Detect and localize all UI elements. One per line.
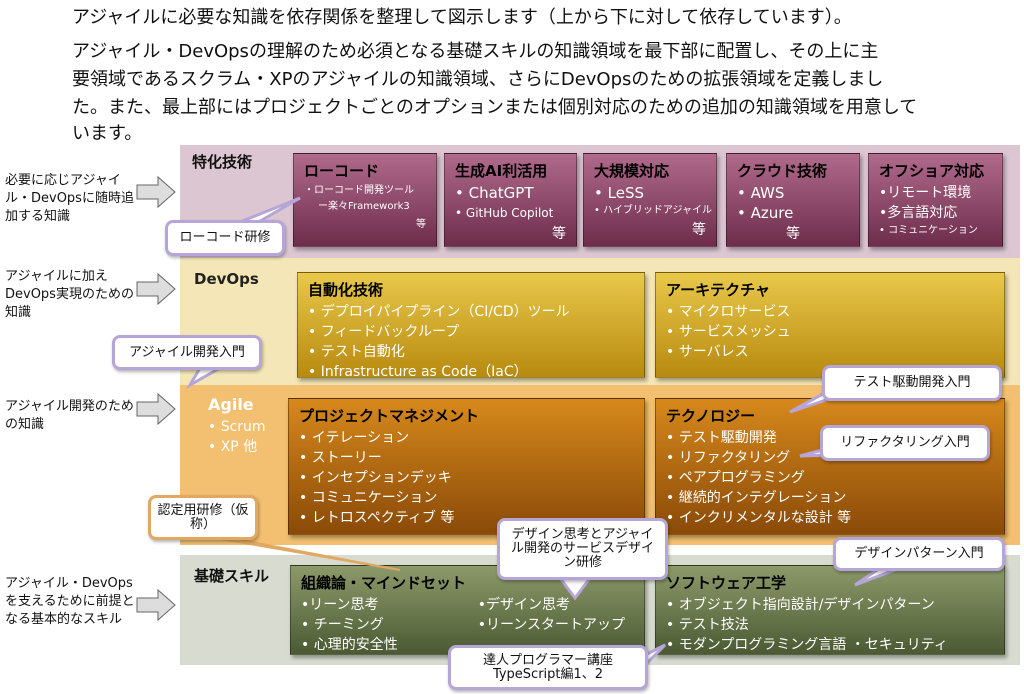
right-arrow-icon [136, 272, 176, 306]
box-title: 大規模対応 [594, 162, 670, 180]
callout-certification-training: 認定用研修（仮称） [148, 495, 258, 540]
box-item: • フィードバックループ [308, 324, 460, 340]
box-title: プロジェクトマネジメント [299, 407, 480, 425]
box-title: アーキテクチャ [666, 281, 770, 299]
box-item: • Infrastructure as Code（IaC） [308, 364, 528, 380]
box-title: ソフトウェア工学 [666, 574, 787, 592]
callout-pragmatic-programmer-course: 達人プログラマー講座 TypeScript編1、2 [448, 645, 648, 690]
box-title: ローコード [304, 162, 380, 180]
box-item: • リファクタリング [666, 450, 791, 466]
box-item: • ハイブリッドアジャイル [594, 205, 712, 216]
tier-title: 特化技術 [192, 153, 253, 171]
box-item: •リーンスタートアップ [477, 617, 625, 633]
box-item: • サービスメッシュ [666, 324, 791, 340]
box-organization-mindset: 組織論・マインドセット •リーン思考 • チーミング • 心理的安全性 •デザイ… [290, 565, 645, 655]
box-item: •多言語対応 [879, 205, 958, 221]
box-large-scale: 大規模対応 • LeSS • ハイブリッドアジャイル 等 [583, 153, 717, 247]
box-etc: 等 [416, 219, 426, 230]
intro-line: アジャイル・DevOpsの理解のため必須となる基礎スキルの知識領域を最下部に配置… [72, 41, 879, 62]
right-arrow-icon [136, 175, 176, 209]
box-item: • ペアプログラミング [666, 470, 805, 486]
box-etc: 等 [786, 226, 800, 242]
box-item: • テスト駆動開発 [666, 430, 777, 446]
intro-line: 要領域であるスクラム・XPのアジャイルの知識領域、さらにDevOpsのための拡張… [72, 69, 884, 90]
box-item: • AWS [737, 184, 785, 202]
box-item: • テスト技法 [666, 617, 749, 633]
box-technology: テクノロジー • テスト駆動開発 • リファクタリング • ペアプログラミング … [655, 398, 1005, 535]
box-item: •リーン思考 [301, 597, 379, 613]
box-item: • ストーリー [299, 450, 382, 466]
tier-title: DevOps [194, 270, 259, 288]
box-item: • LeSS [594, 184, 644, 202]
tier-title: 基礎スキル [194, 567, 270, 585]
intro-line: います。 [72, 123, 143, 144]
box-etc: 等 [692, 222, 706, 238]
box-cloud: クラウド技術 • AWS • Azure 等 [726, 153, 860, 247]
box-item: • マイクロサービス [666, 304, 791, 320]
left-label: 必要に応じアジャイル・DevOpsに随時追加する知識 [5, 173, 134, 224]
box-item: • レトロスペクティブ 等 [299, 510, 455, 526]
box-item: • コミュニケーション [299, 490, 438, 506]
box-item: • ChatGPT [455, 184, 534, 202]
box-low-code: ローコード ・ローコード開発ツール ー楽々Framework3 等 [293, 153, 437, 247]
box-item: • コミュニケーション [879, 225, 978, 236]
box-item: • イテレーション [299, 430, 410, 446]
right-arrow-icon [136, 392, 176, 426]
box-item: ・ローコード開発ツール [304, 185, 414, 196]
left-label: アジャイル開発のための知識 [5, 399, 134, 432]
box-etc: 等 [552, 226, 566, 242]
callout-refactoring-intro: リファクタリング入門 [820, 425, 990, 461]
box-item: • GitHub Copilot [455, 206, 554, 220]
box-offshore: オフショア対応 •リモート環境 •多言語対応 • コミュニケーション [868, 153, 1003, 247]
box-item: •デザイン思考 [477, 597, 570, 613]
box-project-management: プロジェクトマネジメント • イテレーション • ストーリー • インセプション… [288, 398, 645, 535]
callout-tdd-intro: テスト駆動開発入門 [822, 365, 1002, 401]
box-item: • オブジェクト指向設計/デザインパターン [666, 597, 935, 613]
box-title: 組織論・マインドセット [301, 574, 467, 592]
box-title: オフショア対応 [879, 162, 985, 180]
box-item: • インセプションデッキ [299, 470, 452, 486]
box-item: • モダンプログラミング言語 ・セキュリティ [666, 637, 948, 653]
right-arrow-icon [136, 588, 176, 622]
box-title: 生成AI利活用 [455, 162, 548, 180]
box-item: • サーバレス [666, 344, 749, 360]
box-automation: 自動化技術 • デプロイパイプライン（CI/CD）ツール • フィードバックルー… [297, 272, 645, 380]
box-architecture: アーキテクチャ • マイクロサービス • サービスメッシュ • サーバレス [655, 272, 1005, 378]
left-label: アジャイルに加えDevOps実現のための知識 [5, 269, 134, 320]
box-item: • チーミング [301, 617, 384, 633]
agile-sub: • Scrum [208, 419, 266, 435]
left-label: アジャイル・DevOpsを支えるために前提となる基本的なスキル [5, 576, 135, 627]
box-item: • 継続的インテグレーション [666, 490, 847, 506]
box-item: • Azure [737, 204, 794, 222]
box-software-engineering: ソフトウェア工学 • オブジェクト指向設計/デザインパターン • テスト技法 •… [655, 565, 1005, 655]
box-item: • テスト自動化 [308, 344, 405, 360]
box-title: クラウド技術 [737, 162, 828, 180]
callout-design-pattern-intro: デザインパターン入門 [833, 537, 1005, 571]
box-item: ー楽々Framework3 [318, 201, 410, 212]
box-item: • 心理的安全性 [301, 637, 398, 653]
intro-line: アジャイルに必要な知識を依存関係を整理して図示します（上から下に対して依存してい… [72, 7, 852, 28]
agile-sub: • XP 他 [208, 439, 258, 455]
box-item: •リモート環境 [879, 185, 972, 201]
callout-agile-intro: アジャイル開発入門 [112, 335, 262, 370]
box-item: • インクリメンタルな設計 等 [666, 510, 852, 526]
box-gen-ai: 生成AI利活用 • ChatGPT • GitHub Copilot 等 [444, 153, 577, 247]
box-item: • デプロイパイプライン（CI/CD）ツール [308, 304, 570, 320]
intro-line: た。また、最上部にはプロジェクトごとのオプションまたは個別対応のための追加の知識… [72, 97, 918, 118]
box-title: テクノロジー [666, 407, 756, 425]
callout-low-code-training: ローコード研修 [165, 220, 285, 256]
callout-design-thinking-training: デザイン思考とアジャイル開発のサービスデザイン研修 [497, 518, 668, 580]
tier-title: Agile [208, 395, 254, 414]
box-title: 自動化技術 [308, 281, 384, 299]
